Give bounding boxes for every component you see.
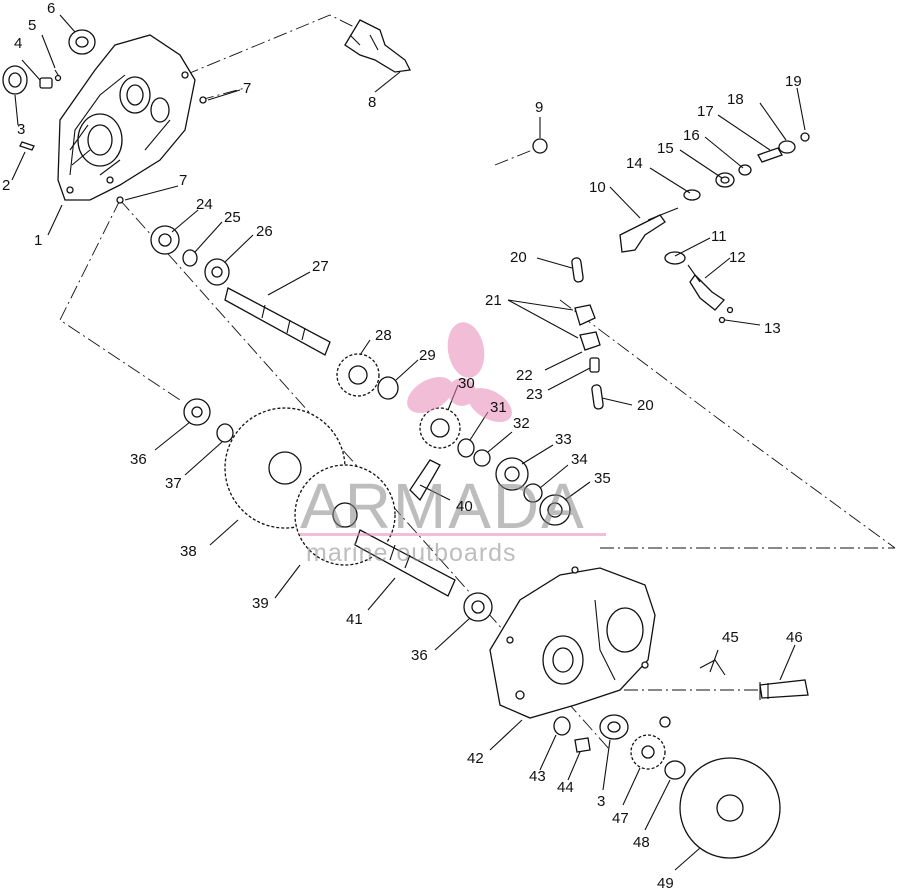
watermark-tagline-text: marine outboards bbox=[306, 539, 517, 567]
callout-1: 1 bbox=[34, 232, 42, 249]
callout-3b: 3 bbox=[597, 793, 605, 810]
callout-12: 12 bbox=[729, 249, 746, 266]
callout-6: 6 bbox=[47, 0, 55, 17]
callout-49: 49 bbox=[657, 875, 674, 891]
callout-38: 38 bbox=[180, 543, 197, 560]
callout-42: 42 bbox=[467, 750, 484, 767]
callout-13: 13 bbox=[764, 320, 781, 337]
plug-44 bbox=[574, 737, 591, 753]
ring-32 bbox=[473, 449, 491, 467]
housing-small-parts bbox=[2, 29, 207, 204]
output-parts bbox=[553, 659, 809, 859]
callout-34: 34 bbox=[571, 451, 588, 468]
callout-46: 46 bbox=[786, 629, 803, 646]
watermark-brand-text: ARMADA bbox=[300, 470, 586, 542]
callout-7: 7 bbox=[243, 80, 251, 97]
callout-41: 41 bbox=[346, 611, 363, 628]
callout-11: 11 bbox=[711, 228, 727, 245]
shift-fork bbox=[344, 19, 411, 73]
callout-30: 30 bbox=[458, 375, 475, 392]
callout-40: 40 bbox=[456, 498, 473, 515]
callout-33: 33 bbox=[555, 431, 572, 448]
callout-20: 20 bbox=[510, 249, 527, 266]
callout-37: 37 bbox=[165, 475, 182, 492]
callout-4: 4 bbox=[14, 35, 22, 52]
callout-35: 35 bbox=[594, 470, 611, 487]
callout-36b: 36 bbox=[411, 647, 428, 664]
seal-43 bbox=[553, 716, 571, 736]
washer-34 bbox=[523, 483, 543, 503]
callout-32: 32 bbox=[513, 415, 530, 432]
detent-parts bbox=[571, 257, 604, 410]
propeller-logo-icon bbox=[407, 322, 512, 423]
callout-14: 14 bbox=[626, 155, 643, 172]
right-case-housing bbox=[489, 566, 656, 719]
callout-2: 2 bbox=[2, 177, 10, 194]
callout-44: 44 bbox=[557, 779, 574, 796]
callout-23: 23 bbox=[526, 386, 543, 403]
bushing-4 bbox=[39, 77, 53, 89]
callout-39: 39 bbox=[252, 595, 269, 612]
shaft-41 bbox=[354, 529, 456, 597]
callout-47: 47 bbox=[612, 810, 629, 827]
callout-16: 16 bbox=[683, 127, 700, 144]
gears bbox=[183, 353, 571, 622]
left-case-housing bbox=[57, 34, 196, 201]
callout-15: 15 bbox=[657, 140, 674, 157]
callout-18: 18 bbox=[727, 91, 744, 108]
washer-25 bbox=[182, 249, 198, 267]
callout-48: 48 bbox=[633, 834, 650, 851]
washer-37 bbox=[216, 423, 234, 443]
callout-43: 43 bbox=[529, 768, 546, 785]
callout-45: 45 bbox=[722, 629, 739, 646]
callout-36: 36 bbox=[130, 451, 147, 468]
bolt-46 bbox=[759, 679, 809, 699]
callout-5: 5 bbox=[28, 17, 36, 34]
callout-22: 22 bbox=[516, 367, 533, 384]
ring-31 bbox=[457, 438, 475, 458]
callout-24: 24 bbox=[196, 196, 213, 213]
chain-40 bbox=[409, 459, 441, 502]
input-shaft-parts bbox=[150, 225, 331, 356]
callout-29: 29 bbox=[419, 347, 436, 364]
callout-9: 9 bbox=[535, 99, 543, 116]
callout-26: 26 bbox=[256, 223, 273, 240]
callout-labels: 1 2 3 4 5 6 7 7 8 9 10 11 12 13 14 15 16… bbox=[2, 0, 803, 891]
brand-watermark: ARMADA marine outboards bbox=[300, 322, 606, 567]
bushing-29 bbox=[377, 376, 399, 400]
leader-lines bbox=[11, 14, 806, 871]
callout-19: 19 bbox=[785, 73, 802, 90]
shaft-27 bbox=[224, 287, 331, 356]
callout-25: 25 bbox=[224, 209, 241, 226]
shift-shaft-assembly bbox=[619, 132, 810, 324]
callout-27: 27 bbox=[312, 258, 329, 275]
callout-28: 28 bbox=[375, 327, 392, 344]
ball-9 bbox=[532, 138, 548, 154]
callout-20b: 20 bbox=[637, 397, 654, 414]
callout-31: 31 bbox=[490, 399, 507, 416]
callout-8: 8 bbox=[368, 94, 376, 111]
callout-7b: 7 bbox=[179, 172, 187, 189]
callout-10: 10 bbox=[589, 179, 606, 196]
ring-48 bbox=[664, 760, 686, 780]
callout-3: 3 bbox=[17, 121, 25, 138]
callout-17: 17 bbox=[697, 103, 714, 120]
callout-21: 21 bbox=[485, 292, 502, 309]
